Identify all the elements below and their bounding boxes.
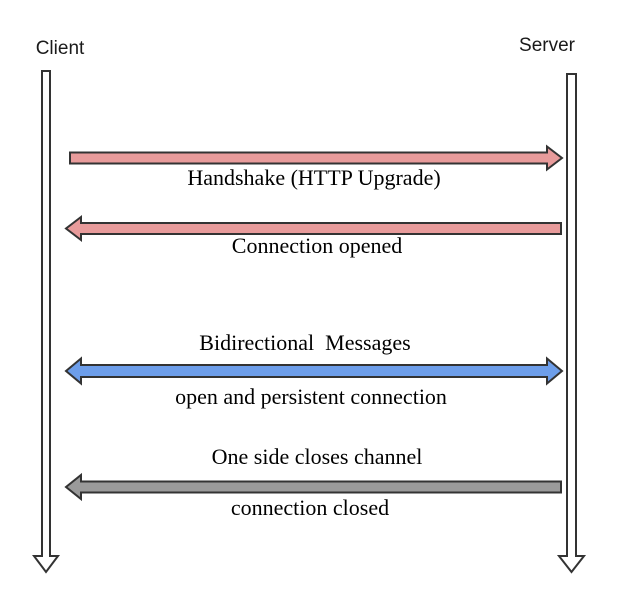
handshake-arrow <box>69 144 564 172</box>
server-endpoint-label: Server <box>519 35 575 56</box>
close-channel-arrow <box>64 472 562 502</box>
server-lifeline-arrow <box>556 73 587 574</box>
client-endpoint-label: Client <box>35 38 85 59</box>
client-lifeline-arrow <box>32 70 60 574</box>
persistent-connection-sublabel: open and persistent connection <box>175 384 447 409</box>
handshake-label: Handshake (HTTP Upgrade) <box>187 165 441 190</box>
connection-opened-label: Connection opened <box>231 233 403 258</box>
bidirectional-messages-arrow <box>64 356 564 386</box>
bidirectional-messages-label: Bidirectional Messages <box>199 330 411 355</box>
close-channel-label: One side closes channel <box>211 444 423 469</box>
connection-closed-sublabel: connection closed <box>230 495 390 520</box>
connection-opened-arrow <box>64 214 562 243</box>
